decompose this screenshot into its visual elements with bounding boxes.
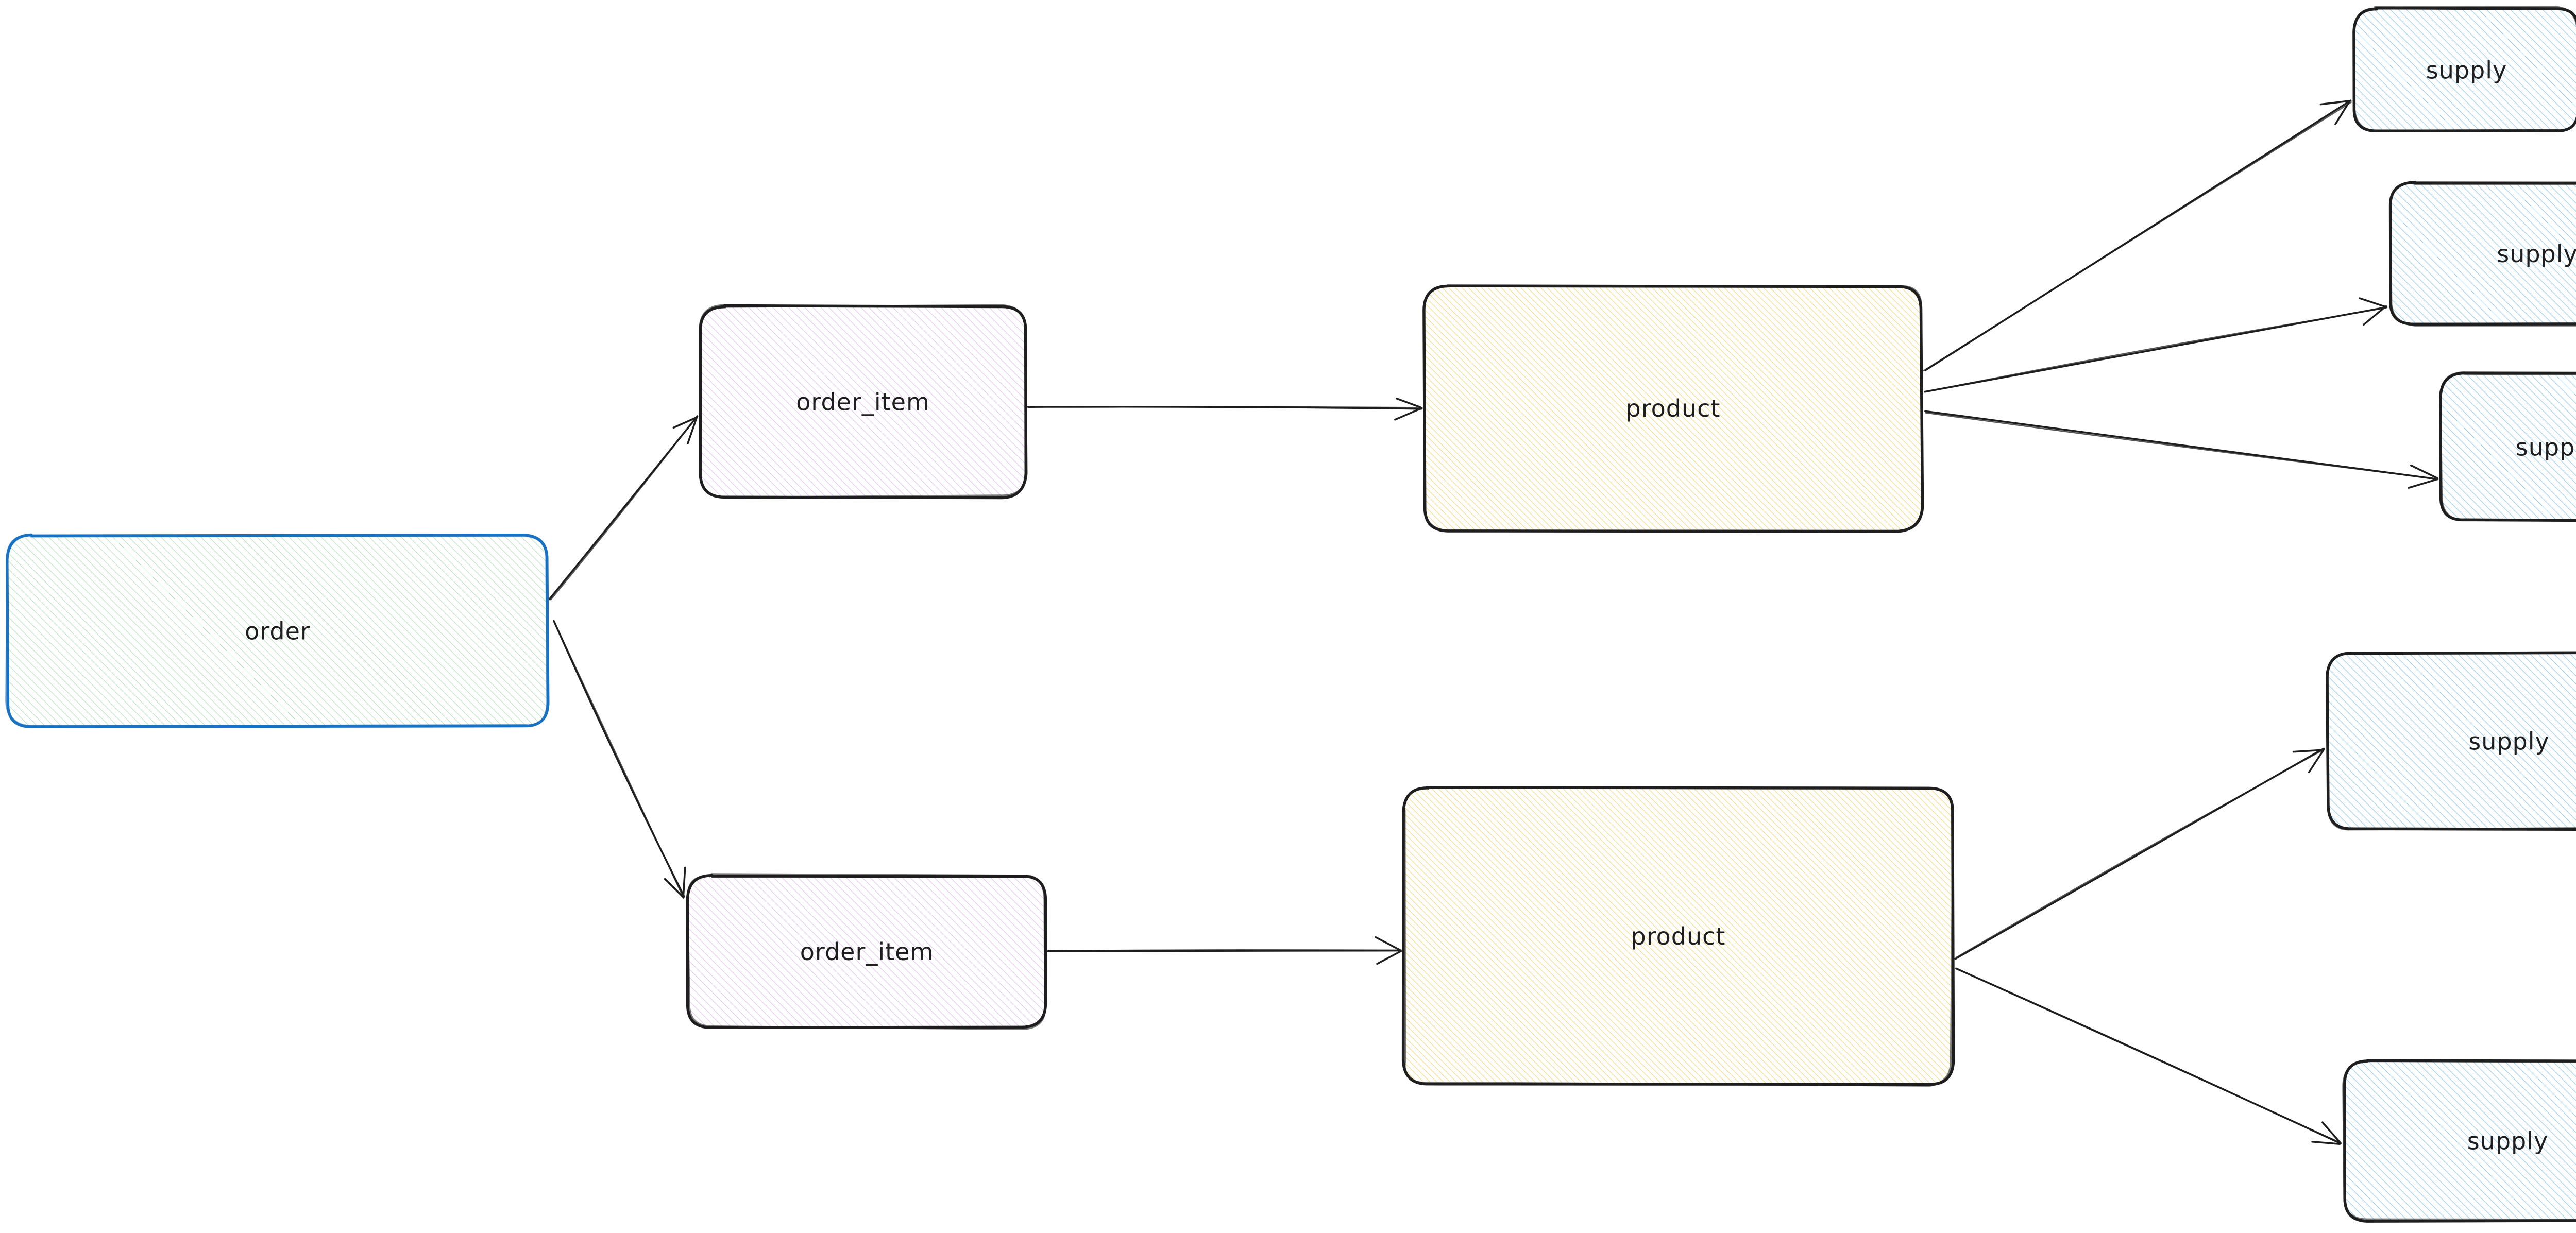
node-label-supply_3: supply (2516, 434, 2576, 461)
edge-line (1925, 412, 2438, 480)
edge-product_1-to-supply_2[interactable] (1924, 297, 2388, 393)
arrowhead-barb (1396, 398, 1421, 408)
node-supply_2[interactable]: supply (2388, 181, 2576, 327)
node-outline (2353, 6, 2576, 132)
node-outline (1403, 786, 1954, 1087)
node-label-product_1: product (1626, 395, 1721, 422)
node-outline (2327, 651, 2576, 831)
node-label-order_item_2: order_item (800, 938, 934, 966)
arrowhead-barb (2334, 100, 2351, 125)
arrowhead-barb (2410, 464, 2438, 480)
node-outline (699, 304, 1028, 499)
edge-order_item_2-to-product_2[interactable] (1047, 936, 1402, 965)
node-supply_4[interactable]: supply (2326, 651, 2576, 831)
node-supply_1[interactable]: supply (2352, 6, 2576, 133)
arrowhead-barb (2408, 478, 2438, 489)
node-fill (1403, 787, 1953, 1084)
node-product_2[interactable]: product (1401, 786, 1955, 1087)
node-outline (1423, 284, 1923, 533)
edge-layer (548, 99, 2439, 1145)
edge-order-to-order_item_2[interactable] (553, 620, 686, 899)
edge-line (1027, 406, 1421, 408)
node-fill (2327, 653, 2576, 829)
edge-line (550, 416, 698, 601)
edge-order-to-order_item_1[interactable] (548, 415, 699, 601)
edge-product_2-to-supply_4[interactable] (1954, 747, 2325, 960)
node-outline (2389, 181, 2576, 327)
arrowhead-barb (672, 416, 698, 429)
node-fill (2354, 8, 2576, 132)
node-fill (2390, 182, 2576, 325)
arrowhead-barb (682, 866, 686, 898)
node-outline (686, 873, 1046, 1031)
edge-product_1-to-supply_3[interactable] (1924, 410, 2439, 489)
node-outline (5, 533, 548, 727)
node-label-supply_4: supply (2468, 728, 2550, 756)
node-layer: orderorder_itemorder_itemproductproducts… (5, 6, 2576, 1223)
node-label-product_2: product (1631, 922, 1726, 950)
arrowhead-barb (687, 417, 698, 444)
arrowhead-barb (1375, 936, 1401, 951)
node-supply_3[interactable]: supply (2439, 371, 2576, 522)
node-order_item_2[interactable]: order_item (686, 873, 1047, 1031)
edge-product_1-to-supply_1[interactable] (1923, 99, 2352, 371)
edge-order_item_1-to-product_1[interactable] (1027, 398, 1423, 421)
arrowhead-barb (1376, 950, 1402, 965)
node-fill (700, 306, 1025, 497)
node-fill (2344, 1060, 2576, 1221)
edge-line (1049, 949, 1402, 952)
edge-line (1923, 101, 2352, 371)
arrowhead-barb (2319, 100, 2350, 106)
node-label-supply_2: supply (2497, 240, 2576, 268)
arrowhead-barb (2292, 749, 2324, 753)
arrowhead-barb (1394, 407, 1423, 421)
node-order[interactable]: order (5, 533, 550, 728)
node-label-supply_5: supply (2467, 1127, 2549, 1155)
arrowhead-barb (2311, 1140, 2341, 1145)
node-label-supply_1: supply (2426, 57, 2507, 84)
arrowhead-barb (2359, 297, 2388, 309)
node-outline (2342, 1060, 2576, 1221)
node-fill (2441, 373, 2576, 521)
edge-line (1924, 307, 2387, 392)
node-fill (687, 875, 1046, 1028)
node-supply_5[interactable]: supply (2342, 1059, 2576, 1223)
arrowhead-barb (664, 878, 685, 899)
node-label-order_item_1: order_item (796, 388, 930, 416)
edge-line (1955, 967, 2342, 1143)
node-fill (8, 536, 548, 726)
arrowhead-barb (2321, 1121, 2342, 1144)
arrowhead-barb (2363, 305, 2387, 326)
node-fill (1424, 285, 1922, 531)
edge-product_2-to-supply_5[interactable] (1955, 967, 2342, 1145)
edge-line (553, 620, 685, 899)
edge-line (1956, 748, 2325, 958)
node-order_item_1[interactable]: order_item (699, 304, 1028, 500)
node-outline (2439, 371, 2576, 521)
node-product_1[interactable]: product (1422, 284, 1924, 533)
arrowhead-barb (2308, 749, 2325, 773)
node-label-order: order (245, 618, 311, 645)
